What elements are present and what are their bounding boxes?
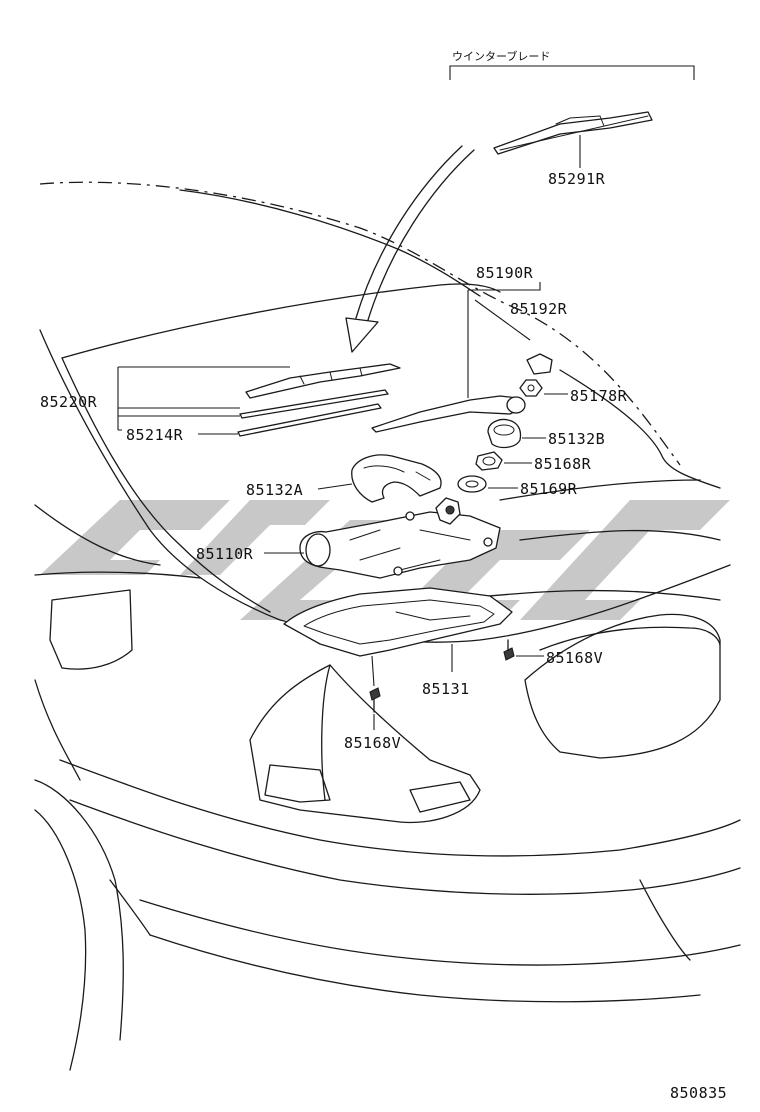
label-85291R[interactable]: 85291R <box>548 170 606 188</box>
bumper-corner <box>109 879 151 936</box>
pivot-cap-part[interactable]: 85132B <box>487 418 605 449</box>
label-85131[interactable]: 85131 <box>422 680 470 698</box>
wheel-arch-inner <box>34 809 87 1071</box>
label-85168R[interactable]: 85168R <box>534 455 592 473</box>
bumper-bottom <box>149 934 701 1003</box>
label-85110R[interactable]: 85110R <box>196 545 254 563</box>
vehicle-body-outline <box>34 181 741 1071</box>
wiper-blade-assembly[interactable]: 85220R 85214R <box>40 363 401 444</box>
washer-part[interactable]: 85169R <box>457 475 578 498</box>
tail-light-inner <box>264 764 331 803</box>
roof-line <box>39 181 681 466</box>
nut-part[interactable]: 85178R <box>519 379 628 405</box>
wheel-arch-outer <box>34 779 124 1041</box>
label-85192R[interactable]: 85192R <box>510 300 568 318</box>
winter-blade-header: ウインターブレード <box>449 49 695 80</box>
rear-window-right <box>559 369 721 489</box>
motor-cover-part[interactable]: 85132A <box>246 454 442 503</box>
body-side-line <box>34 571 201 579</box>
rear-corner-line <box>321 664 331 801</box>
license-plate-top <box>539 626 721 651</box>
side-window-shape <box>49 589 133 670</box>
bumper-top <box>59 759 741 857</box>
tail-light-outline <box>249 664 481 824</box>
diagram-code: 850835 <box>670 1084 727 1102</box>
roof-edge <box>179 189 481 297</box>
relation-arrow <box>345 145 475 353</box>
bumper-lower <box>139 899 741 966</box>
rear-window-top <box>61 283 501 359</box>
label-85168V-left[interactable]: 85168V <box>344 734 401 752</box>
label-85214R[interactable]: 85214R <box>126 426 184 444</box>
license-plate-recess <box>524 613 721 759</box>
label-85169R[interactable]: 85169R <box>520 480 578 498</box>
hatch-panel-right <box>499 479 701 501</box>
grommet-part[interactable]: 85168R <box>475 451 592 473</box>
winter-blade-label: ウインターブレード <box>452 49 550 63</box>
wiper-motor-part[interactable]: 85110R <box>196 497 501 579</box>
bumper-mid <box>69 799 741 895</box>
label-85178R[interactable]: 85178R <box>570 387 628 405</box>
label-85132B[interactable]: 85132B <box>548 430 605 448</box>
screw-right-part[interactable]: 85168V <box>503 639 603 667</box>
wiper-arm-assembly[interactable]: 85190R 85192R <box>371 264 568 433</box>
hatch-panel-line2 <box>519 529 721 541</box>
diffuser-line <box>639 879 691 961</box>
label-85190R[interactable]: 85190R <box>476 264 534 282</box>
label-85168V-right[interactable]: 85168V <box>546 649 603 667</box>
tail-light-lens <box>409 781 471 813</box>
motor-seal-plate[interactable]: 85131 <box>283 587 513 698</box>
rear-window-left <box>61 357 271 613</box>
label-85220R[interactable]: 85220R <box>40 393 98 411</box>
hatch-left-edge <box>39 329 281 621</box>
screw-left-part[interactable]: 85168V <box>344 655 401 752</box>
winter-blade-part[interactable]: 85291R <box>493 111 653 188</box>
body-side-upper <box>34 504 161 566</box>
body-lower-left <box>34 679 81 781</box>
label-85132A[interactable]: 85132A <box>246 481 303 499</box>
